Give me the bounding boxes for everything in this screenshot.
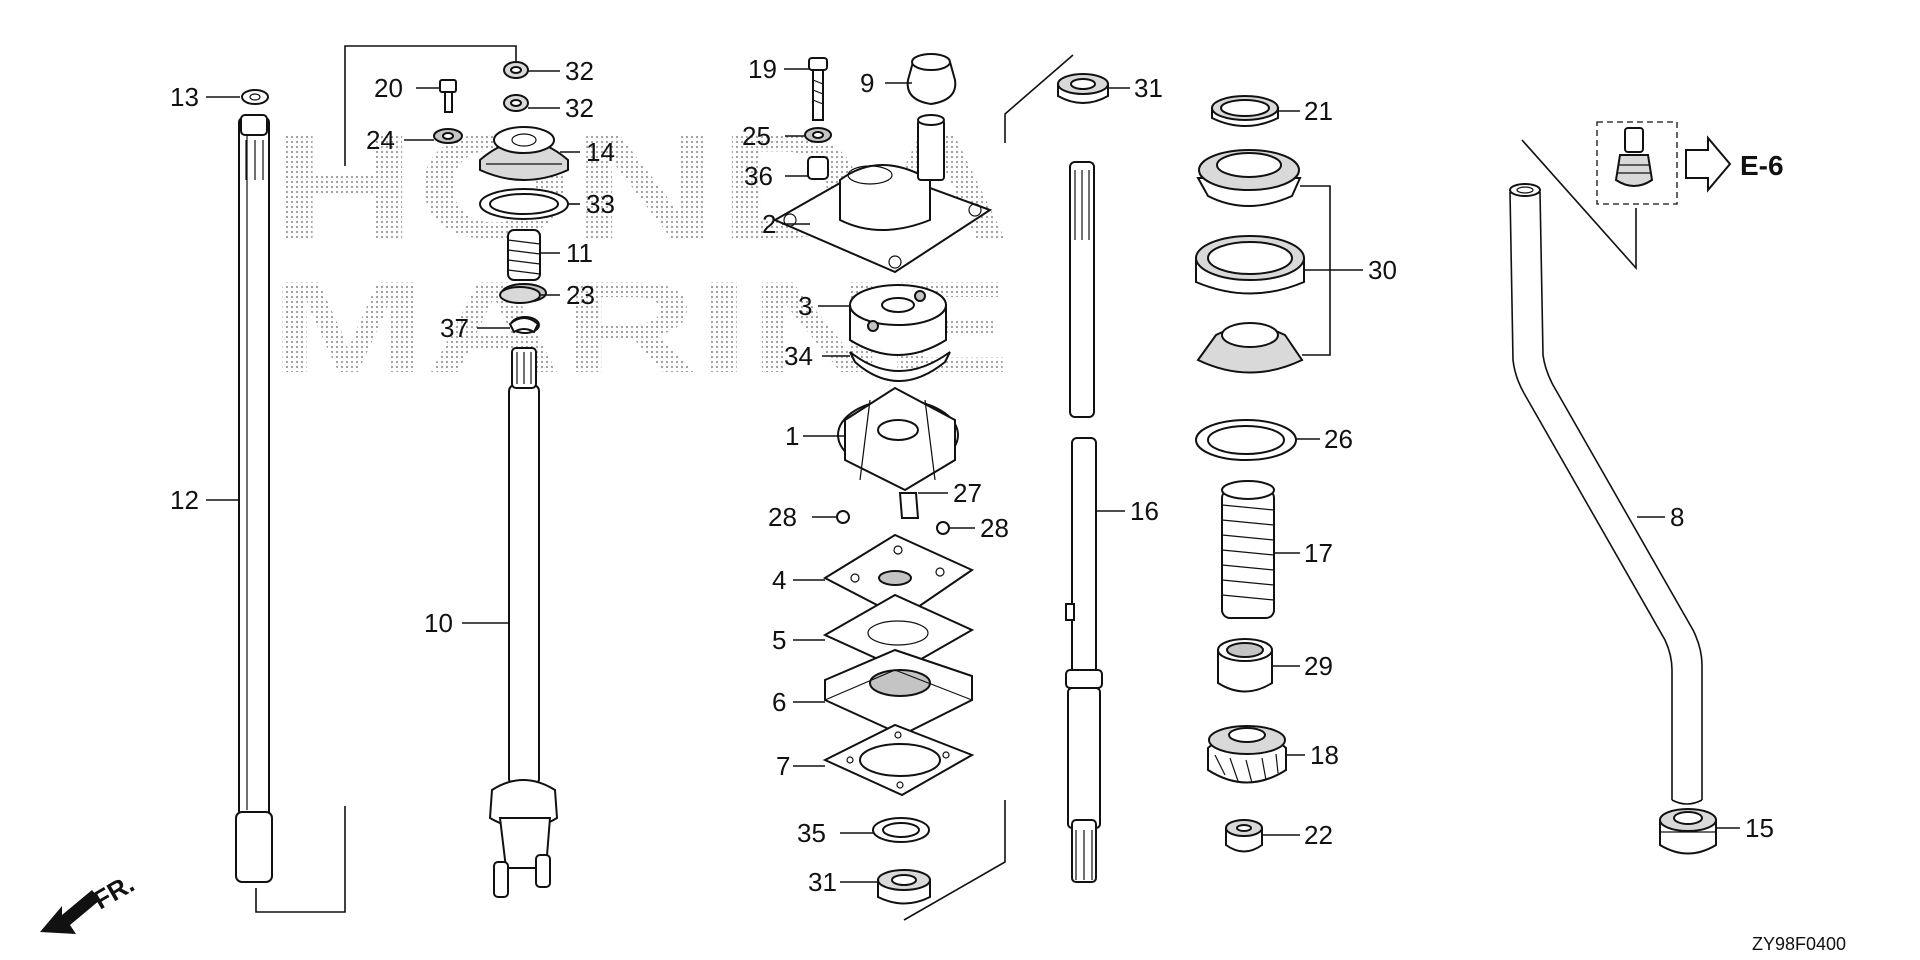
part-11-spring [507, 229, 541, 281]
part-12-shift-rod [235, 89, 273, 883]
part-34-gasket [849, 351, 951, 382]
part-32-collars [503, 61, 529, 112]
callout-14: 14 [586, 137, 615, 167]
part-3-liner [849, 284, 947, 356]
arrow-right-icon [1685, 135, 1732, 193]
callout-27: 27 [953, 478, 982, 508]
part-21-ring [1211, 95, 1279, 127]
front-direction-indicator: FR. [40, 868, 139, 934]
callout-21: 21 [1304, 96, 1333, 126]
part-35-seal [872, 817, 930, 843]
part-4-plate [822, 533, 975, 620]
callout-33: 33 [586, 189, 615, 219]
callout-1: 1 [785, 421, 799, 451]
callout-28-right: 28 [980, 513, 1009, 543]
callout-35: 35 [797, 818, 826, 848]
callout-28-left: 28 [768, 502, 797, 532]
part-15-grommet [1659, 808, 1717, 855]
part-28-pin-left [836, 510, 850, 524]
callout-4: 4 [772, 565, 786, 595]
callouts: 13 12 20 24 32 32 14 33 11 23 37 10 19 9… [170, 54, 1774, 897]
part-17-spring [1221, 480, 1275, 619]
callout-3: 3 [798, 291, 812, 321]
callout-32-lower: 32 [565, 93, 594, 123]
callout-18: 18 [1310, 740, 1339, 770]
part-33-seal-ring [479, 188, 569, 220]
callout-15: 15 [1745, 813, 1774, 843]
callout-12: 12 [170, 485, 199, 515]
part-16-upper-shaft [1069, 161, 1095, 418]
drawing-code: ZY98F0400 [1752, 934, 1846, 954]
leader-lines [206, 68, 1740, 883]
reference-e6-label: E-6 [1740, 150, 1784, 181]
callout-31-upper: 31 [1134, 73, 1163, 103]
callout-11: 11 [566, 238, 593, 268]
part-7-gasket [822, 723, 975, 797]
part-23-washer [499, 286, 541, 304]
callout-24: 24 [366, 125, 395, 155]
front-arrow-icon [40, 890, 100, 934]
callout-17: 17 [1304, 538, 1333, 568]
part-1-impeller [837, 386, 959, 492]
callout-13: 13 [170, 82, 199, 112]
callout-9: 9 [860, 68, 874, 98]
part-31-seal-lower [877, 869, 931, 905]
part-20-bolt [439, 79, 457, 113]
callout-26: 26 [1324, 424, 1353, 454]
part-29-bearing [1217, 638, 1273, 693]
callout-25: 25 [742, 121, 771, 151]
callout-22: 22 [1304, 820, 1333, 850]
part-27-key [898, 492, 920, 519]
callout-37: 37 [440, 313, 469, 343]
part-16-propeller-shaft [1065, 437, 1103, 883]
part-24-washer [433, 128, 463, 144]
callout-20: 20 [374, 73, 403, 103]
callout-16: 16 [1130, 496, 1159, 526]
callout-8: 8 [1670, 502, 1684, 532]
part-28-pin-right [936, 521, 950, 535]
part-22-nut [1225, 819, 1263, 853]
callout-6: 6 [772, 687, 786, 717]
bracket-lines [255, 45, 1637, 921]
callout-2: 2 [762, 209, 776, 239]
callout-19: 19 [748, 54, 777, 84]
callout-30: 30 [1368, 255, 1397, 285]
part-26-ring [1195, 419, 1297, 461]
part-36-collar [807, 156, 829, 180]
reference-e6: E-6 [1596, 121, 1784, 205]
part-30-bearing-set [1195, 149, 1305, 374]
part-9-grommet [906, 53, 957, 106]
callout-10: 10 [424, 608, 453, 638]
callout-34: 34 [784, 341, 813, 371]
part-2-pump-housing [772, 114, 993, 274]
callout-5: 5 [772, 625, 786, 655]
part-14-upper-cover [479, 126, 569, 181]
part-37-clip [508, 317, 540, 334]
part-6-housing [824, 648, 973, 737]
part-18-gear [1207, 725, 1287, 784]
part-19-bolt [808, 57, 828, 121]
callout-7: 7 [776, 751, 790, 781]
part-8-water-tube [1509, 183, 1703, 805]
callout-36: 36 [744, 161, 773, 191]
part-25-washer [804, 127, 832, 143]
part-31-seal-upper [1057, 73, 1109, 104]
callout-31-lower: 31 [808, 867, 837, 897]
callout-29: 29 [1304, 651, 1333, 681]
callout-32-upper: 32 [565, 56, 594, 86]
front-direction-label: FR. [88, 868, 139, 915]
callout-23: 23 [566, 280, 595, 310]
